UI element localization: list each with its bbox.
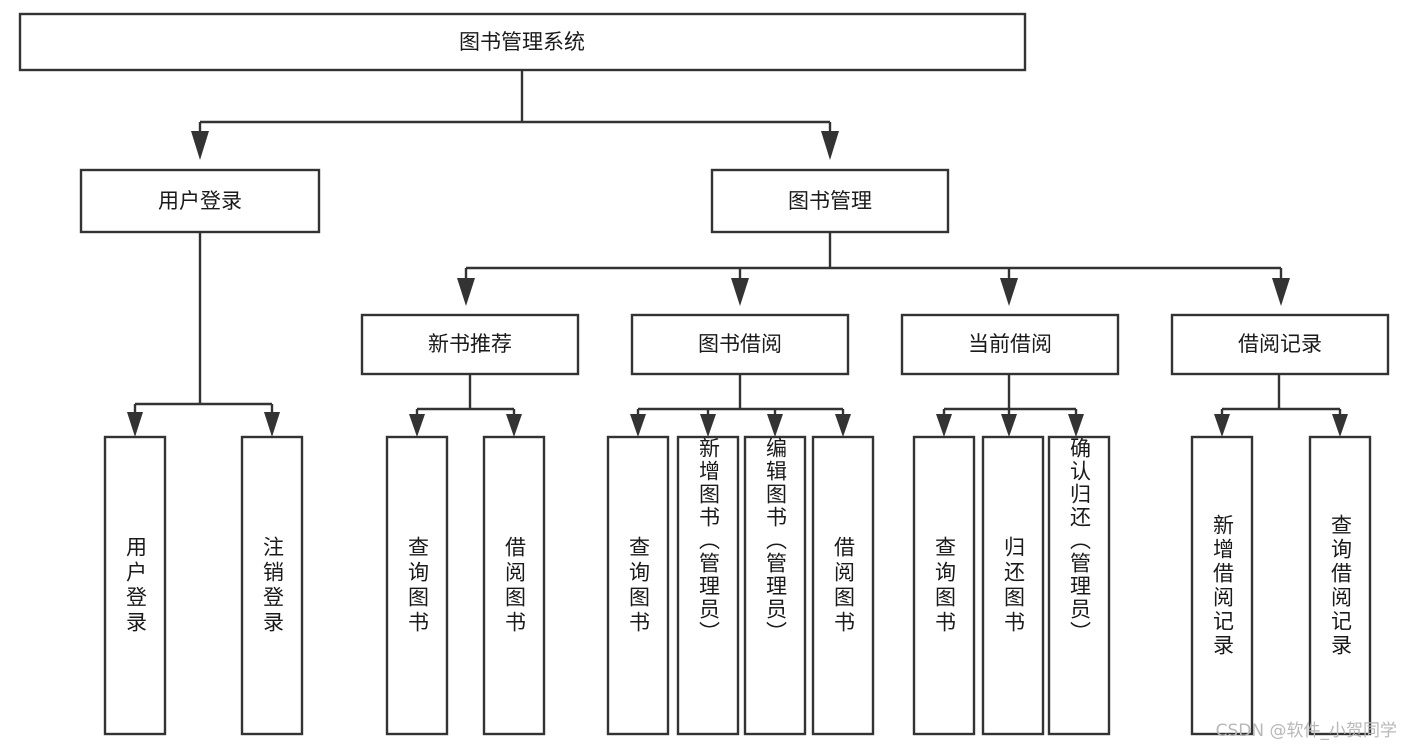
node-box-user-login[interactable] — [79, 168, 321, 234]
connector-book-manage-to-level3 — [457, 232, 1290, 306]
connector-book-borrow-to-leaves — [630, 374, 851, 437]
node-box-leaf-add-book[interactable] — [676, 435, 740, 736]
arrow-head-leaf-user-login — [127, 412, 143, 437]
node-box-new-book-recommend[interactable] — [360, 313, 580, 376]
node-box-book-borrow[interactable] — [630, 313, 850, 376]
arrow-head-leaf-return-book — [1001, 414, 1017, 437]
node-box-leaf-query-record[interactable] — [1308, 435, 1372, 736]
arrow-head-leaf-add-record — [1214, 414, 1230, 437]
node-label-current-borrow: 当前借阅 — [968, 332, 1052, 356]
arrow-head-book-manage — [821, 131, 839, 160]
connector-borrow-record-to-leaves — [1214, 374, 1348, 437]
connector-new-book-recommend-to-leaves — [409, 374, 522, 437]
node-label-borrow-record: 借阅记录 — [1238, 332, 1322, 356]
node-label-book-manage: 图书管理 — [788, 189, 872, 213]
arrow-head-leaf-borrow-book-1 — [506, 414, 522, 437]
node-box-leaf-return-book[interactable] — [981, 435, 1045, 736]
arrow-head-new-book-recommend — [457, 278, 475, 306]
node-box-leaf-borrow-book-1[interactable] — [482, 435, 546, 736]
node-box-leaf-confirm-return[interactable] — [1047, 435, 1111, 736]
arrow-head-current-borrow — [1000, 278, 1018, 306]
node-label-user-login: 用户登录 — [158, 189, 242, 213]
watermark-text: CSDN @软件_小贺同学 — [1215, 721, 1397, 741]
node-box-leaf-logout[interactable] — [240, 435, 304, 736]
node-label-root: 图书管理系统 — [459, 30, 585, 54]
arrow-head-book-borrow — [731, 278, 749, 306]
node-label-new-book-recommend: 新书推荐 — [428, 332, 512, 356]
node-box-book-manage[interactable] — [710, 168, 950, 234]
connector-current-borrow-to-leaves — [936, 374, 1084, 437]
node-box-leaf-query-book-2[interactable] — [606, 435, 670, 736]
arrow-head-leaf-query-book-2 — [630, 414, 646, 437]
node-box-leaf-borrow-book-2[interactable] — [811, 435, 875, 736]
arrow-head-leaf-query-book-3 — [936, 414, 952, 437]
node-box-borrow-record[interactable] — [1170, 313, 1390, 376]
arrow-head-leaf-query-record — [1332, 414, 1348, 437]
node-box-leaf-edit-book[interactable] — [743, 435, 807, 736]
arrow-head-borrow-record — [1272, 278, 1290, 306]
node-box-root[interactable] — [18, 12, 1027, 72]
node-box-leaf-query-book-1[interactable] — [385, 435, 449, 736]
connector-root-to-level2 — [191, 70, 839, 160]
arrow-head-leaf-logout — [264, 412, 280, 437]
node-box-leaf-add-record[interactable] — [1190, 435, 1254, 736]
node-box-leaf-user-login[interactable] — [103, 435, 167, 736]
node-box-leaf-query-book-3[interactable] — [912, 435, 976, 736]
arrow-head-leaf-add-book — [700, 414, 716, 437]
node-box-current-borrow[interactable] — [900, 313, 1120, 376]
arrow-head-user-login — [191, 131, 209, 160]
node-label-book-borrow: 图书借阅 — [698, 332, 782, 356]
arrow-head-leaf-edit-book — [767, 414, 783, 437]
arrow-head-leaf-query-book-1 — [409, 414, 425, 437]
connector-user-login-to-leaves — [127, 232, 280, 437]
arrow-head-leaf-borrow-book-2 — [835, 414, 851, 437]
arrow-head-leaf-confirm-return — [1068, 414, 1084, 437]
